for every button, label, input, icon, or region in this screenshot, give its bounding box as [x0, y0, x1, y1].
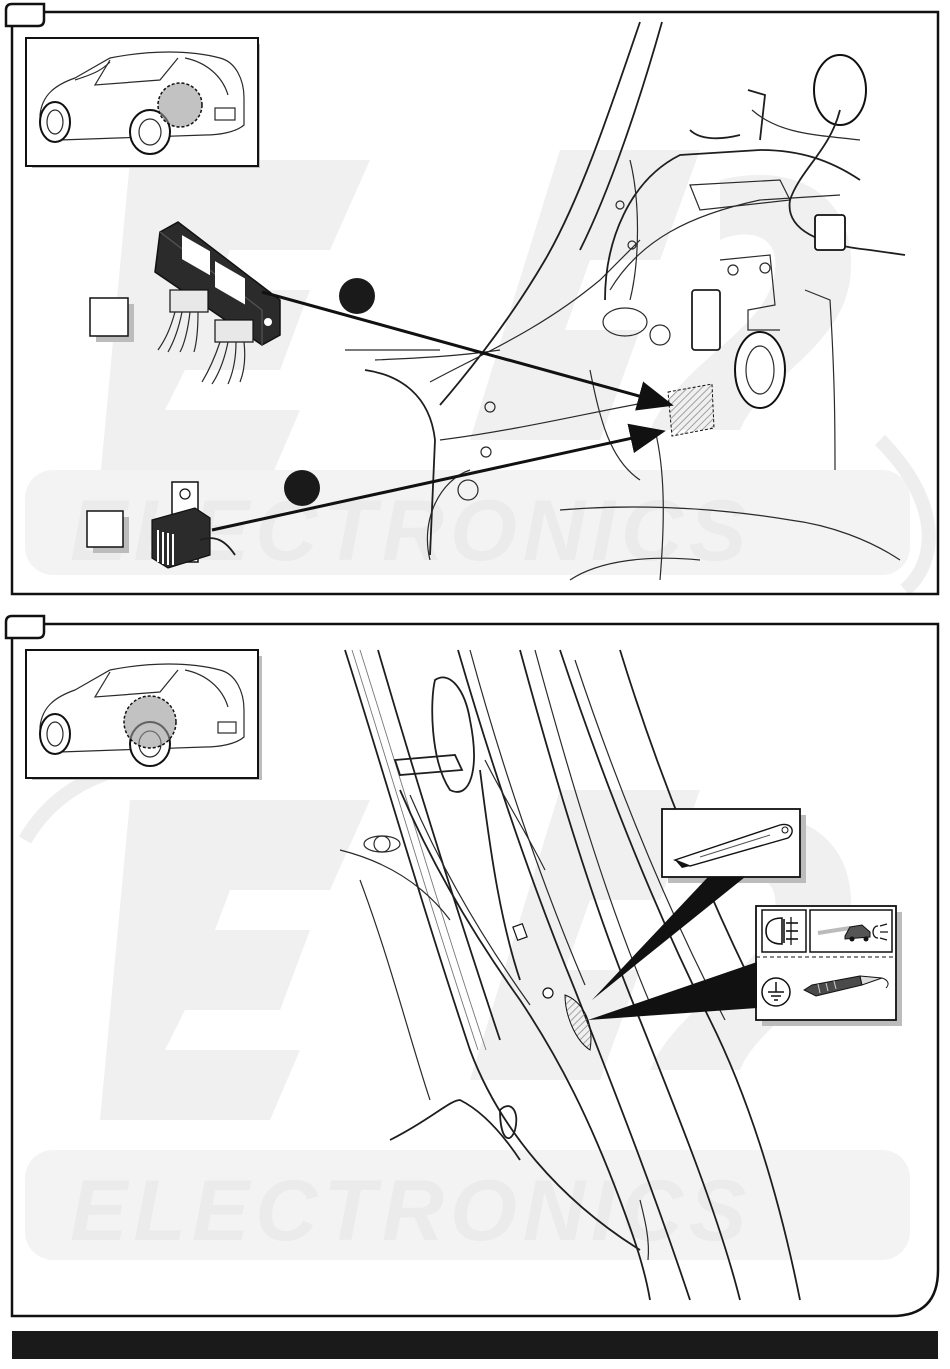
step-tab-2 [6, 616, 44, 638]
driving-light-icon [810, 910, 892, 952]
step-tab-1 [6, 4, 44, 26]
panel-1: ELECTRONICS [6, 4, 938, 594]
car-rear-view-icon-2 [26, 650, 262, 780]
car-rear-view-icon [26, 38, 260, 168]
ground-icon [762, 978, 790, 1006]
part-box-a [90, 298, 128, 336]
callout-marker-1 [339, 278, 375, 314]
panel-2: ELECTRONICS [6, 616, 938, 1316]
footer-bar [12, 1331, 938, 1359]
callout-marker-2 [284, 470, 320, 506]
watermark-text-2: ELECTRONICS [70, 1163, 752, 1259]
rear-fog-light-icon [762, 910, 806, 952]
part-box-b [87, 511, 123, 547]
mounting-location [668, 384, 714, 436]
